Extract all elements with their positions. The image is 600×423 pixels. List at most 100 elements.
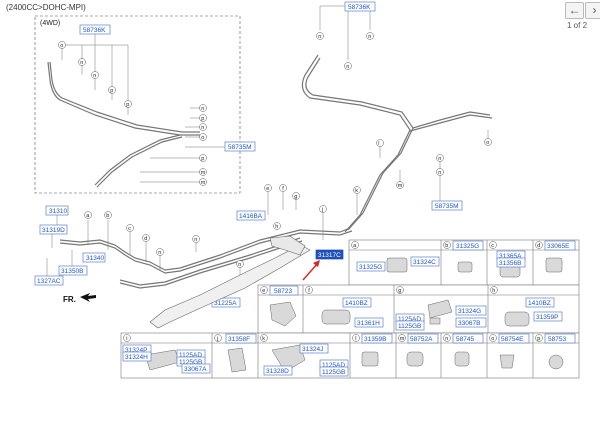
inset-code-box[interactable] — [224, 141, 256, 152]
svg-text:p: p — [201, 156, 204, 162]
page-title: (2400CC>DOHC-MPI) — [6, 3, 86, 12]
svg-text:n: n — [194, 237, 197, 243]
table-code[interactable]: 31325G — [456, 243, 479, 250]
table-code[interactable]: 58745 — [456, 336, 474, 343]
code-box[interactable] — [39, 224, 68, 235]
svg-text:g: g — [398, 288, 401, 294]
table-code[interactable]: 31359P — [536, 314, 558, 321]
table-code[interactable]: 58754E — [501, 336, 524, 343]
table-code[interactable]: 33067B — [458, 320, 480, 327]
inset-code-58736K[interactable]: 58736K — [83, 27, 106, 34]
svg-text:n: n — [318, 34, 321, 40]
table-code[interactable]: 31324J — [302, 346, 323, 353]
code-box[interactable] — [58, 265, 88, 276]
table-code[interactable]: 31324C — [413, 259, 436, 266]
bracket-part — [269, 235, 306, 256]
svg-text:p: p — [537, 336, 540, 342]
inset-label: (4WD) — [40, 20, 60, 27]
code-31310[interactable]: 31310 — [49, 208, 67, 215]
table-code[interactable]: 31324G — [458, 308, 481, 315]
svg-text:p: p — [126, 102, 129, 108]
code-31319D[interactable]: 31319D — [42, 227, 65, 234]
table-code[interactable]: 31325G — [359, 264, 382, 271]
svg-text:b: b — [445, 243, 448, 249]
svg-text:p: p — [110, 88, 113, 94]
svg-text:f: f — [308, 288, 310, 294]
svg-text:n: n — [445, 336, 448, 342]
svg-text:m: m — [201, 170, 206, 176]
code-58735M[interactable]: 58735M — [435, 203, 459, 210]
table-code[interactable]: 31361H — [357, 320, 380, 327]
table-code[interactable]: 33065E — [547, 243, 570, 250]
table-code[interactable]: 1125AD — [398, 316, 421, 323]
svg-text:n: n — [368, 34, 371, 40]
table-code[interactable]: 1125GB — [179, 359, 202, 366]
code-31340[interactable]: 31340 — [86, 255, 104, 262]
table-code[interactable]: 58723 — [274, 288, 292, 295]
code-58736K[interactable]: 58736K — [348, 4, 371, 11]
table-code[interactable]: 31328D — [266, 368, 289, 375]
lower-callouts: a b c d n n n e f g h — [84, 184, 300, 268]
svg-text:m: m — [400, 336, 405, 342]
code-31317C[interactable]: 31317C — [318, 252, 341, 259]
svg-text:o: o — [486, 140, 489, 146]
front-label: FR. — [63, 295, 76, 304]
code-box[interactable] — [344, 1, 376, 12]
part-icons — [144, 257, 564, 373]
table-code[interactable]: 1125GB — [398, 323, 421, 330]
fuel-bracket — [149, 244, 311, 329]
inset-code-58735M[interactable]: 58735M — [228, 144, 252, 151]
table-code[interactable]: 31356B — [499, 260, 521, 267]
svg-text:n: n — [346, 64, 349, 70]
code-31225A[interactable]: 31225A — [214, 300, 237, 307]
table-code[interactable]: 58753 — [548, 336, 566, 343]
code-box[interactable] — [431, 200, 463, 211]
front-arrow-icon — [80, 293, 96, 302]
table-code[interactable]: 31324H — [125, 354, 148, 361]
table-code[interactable]: 1125GB — [322, 369, 345, 376]
svg-text:n: n — [201, 106, 204, 112]
svg-text:o: o — [201, 135, 204, 141]
code-box[interactable] — [82, 252, 106, 263]
svg-text:n: n — [238, 262, 241, 268]
code-1416BA[interactable]: 1416BA — [239, 213, 263, 220]
svg-text:c: c — [491, 243, 494, 249]
prev-page-button[interactable]: ← — [565, 2, 584, 19]
table-code[interactable]: 58752A — [410, 336, 433, 343]
svg-text:k: k — [355, 188, 358, 194]
svg-text:e: e — [262, 288, 265, 294]
svg-text:e: e — [266, 186, 269, 192]
code-1327AC[interactable]: 1327AC — [37, 278, 61, 285]
next-page-button[interactable]: › — [585, 2, 600, 19]
table-code[interactable]: 31359B — [364, 336, 386, 343]
svg-text:h: h — [275, 224, 278, 230]
svg-text:h: h — [492, 288, 495, 294]
svg-text:j: j — [216, 336, 218, 342]
code-box[interactable] — [34, 275, 64, 286]
table-code[interactable]: 31358F — [228, 336, 250, 343]
svg-text:i: i — [126, 336, 127, 342]
svg-text:g: g — [294, 194, 297, 200]
svg-text:k: k — [262, 336, 265, 342]
table-code[interactable]: 31365A — [499, 253, 522, 260]
table-code[interactable]: 1125AD — [322, 362, 345, 369]
table-code[interactable]: 1410BZ — [345, 300, 368, 307]
table-code[interactable]: 1125AD — [179, 352, 202, 359]
code-31350B[interactable]: 31350B — [61, 268, 83, 275]
table-code[interactable]: 33067A — [184, 366, 207, 373]
svg-text:n: n — [80, 60, 83, 66]
table-code[interactable]: 31324P — [125, 347, 147, 354]
svg-text:a: a — [86, 213, 90, 219]
svg-text:l: l — [378, 141, 379, 147]
table-code[interactable]: 1410BZ — [528, 300, 551, 307]
inset-pipes — [47, 61, 200, 188]
svg-text:n: n — [438, 170, 441, 176]
svg-text:o: o — [491, 336, 494, 342]
svg-text:l: l — [355, 336, 356, 342]
code-box[interactable] — [236, 210, 266, 221]
svg-text:b: b — [106, 213, 109, 219]
highlighted-code-box[interactable] — [315, 249, 344, 260]
table-codes[interactable]: 31325G 31324C 31325G 31365A 31356B 33065… — [122, 240, 576, 377]
svg-text:f: f — [282, 186, 284, 192]
